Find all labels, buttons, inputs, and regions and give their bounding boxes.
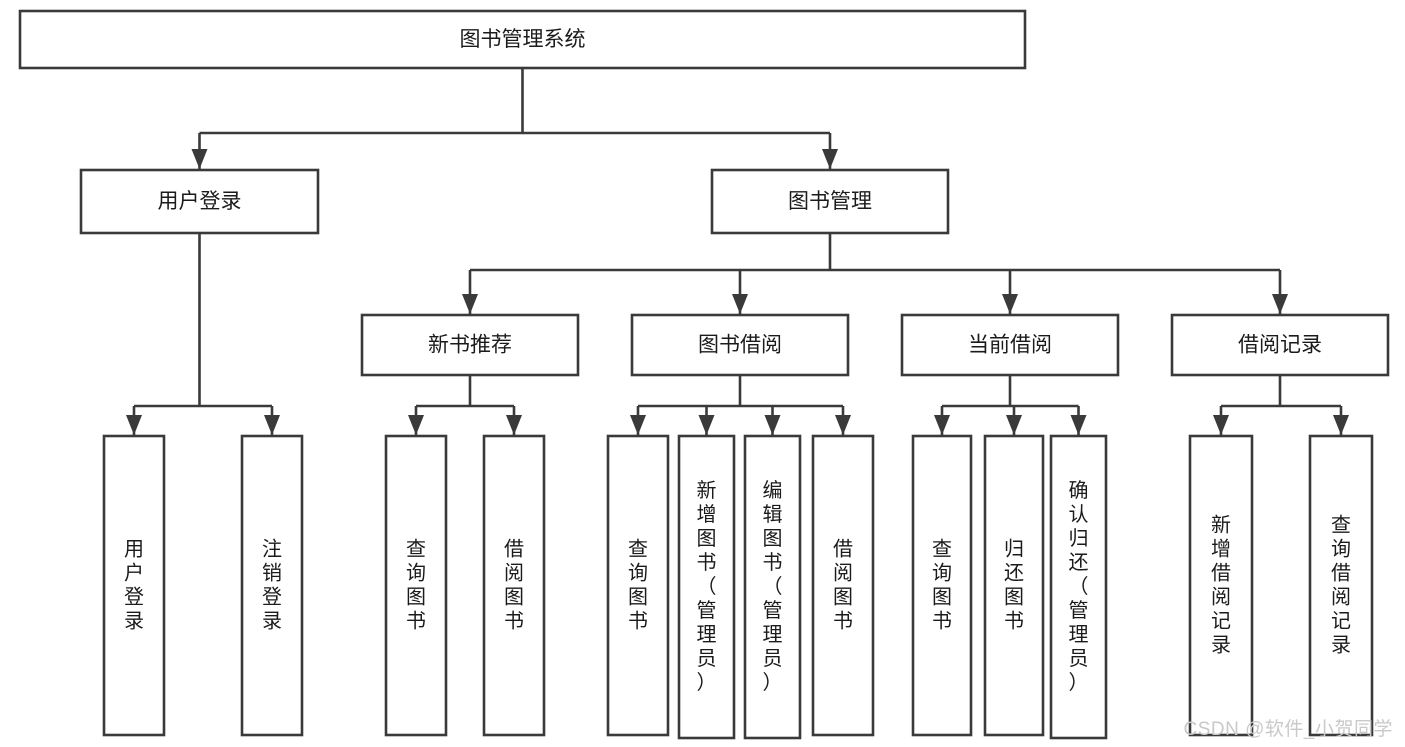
arrow-head-icon	[822, 149, 838, 169]
node-leaf[interactable]: 注销登录	[240, 434, 304, 737]
node-level3[interactable]: 图书借阅	[630, 313, 850, 377]
node-box[interactable]	[360, 313, 580, 377]
arrow-head-icon	[1006, 415, 1022, 435]
node-leaf[interactable]: 新增借阅记录	[1188, 434, 1254, 737]
node-box[interactable]	[1188, 434, 1254, 737]
node-box[interactable]	[482, 434, 546, 737]
node-leaf[interactable]: 用户登录	[102, 434, 166, 737]
node-label: 借阅图书	[833, 538, 853, 633]
node-label: 查询图书	[932, 538, 952, 633]
arrow-head-icon	[126, 415, 142, 435]
node-box[interactable]	[911, 434, 973, 737]
node-leaf[interactable]: 借阅图书	[482, 434, 546, 737]
watermark-text: CSDN @软件_小贺同学	[1183, 719, 1393, 740]
node-label: 图书管理系统	[460, 28, 586, 51]
arrow-head-icon	[1333, 415, 1349, 435]
node-label: 编辑图书（管理员）	[763, 479, 783, 694]
node-box[interactable]	[240, 434, 304, 737]
node-label: 新增借阅记录	[1211, 514, 1231, 657]
node-label: 借阅图书	[504, 538, 524, 633]
arrow-head-icon	[698, 415, 715, 435]
node-box[interactable]	[983, 434, 1045, 737]
node-leaf[interactable]: 借阅图书	[811, 434, 875, 737]
node-leaf[interactable]: 归还图书	[983, 434, 1045, 737]
node-leaf[interactable]: 查询图书	[606, 434, 670, 737]
node-label: 确认归还（管理员）	[1069, 479, 1089, 694]
nodes-layer: 图书管理系统用户登录图书管理新书推荐图书借阅当前借阅借阅记录用户登录注销登录查询…	[18, 9, 1390, 740]
node-label: 新增图书（管理员）	[697, 479, 717, 694]
arrow-head-icon	[934, 415, 950, 435]
node-box[interactable]	[710, 168, 950, 235]
node-label: 用户登录	[158, 190, 242, 213]
node-leaf[interactable]: 查询图书	[384, 434, 448, 737]
node-box[interactable]	[1308, 434, 1374, 737]
node-box[interactable]	[102, 434, 166, 737]
node-label: 查询借阅记录	[1331, 514, 1351, 657]
node-box[interactable]	[1049, 434, 1108, 740]
arrow-head-icon	[408, 415, 424, 435]
node-leaf[interactable]: 查询图书	[911, 434, 973, 737]
node-box[interactable]	[743, 434, 802, 740]
node-box[interactable]	[1170, 313, 1390, 377]
node-box[interactable]	[811, 434, 875, 737]
node-level3[interactable]: 当前借阅	[900, 313, 1120, 377]
node-label: 图书管理	[788, 190, 872, 213]
node-label: 归还图书	[1004, 538, 1024, 633]
node-leaf[interactable]: 确认归还（管理员）	[1049, 434, 1108, 740]
node-leaf[interactable]: 查询借阅记录	[1308, 434, 1374, 737]
connectors-layer	[126, 68, 1349, 435]
node-box[interactable]	[79, 168, 320, 235]
arrow-head-icon	[630, 415, 646, 435]
node-leaf[interactable]: 编辑图书（管理员）	[743, 434, 802, 740]
node-label: 借阅记录	[1238, 334, 1322, 357]
node-box[interactable]	[384, 434, 448, 737]
arrow-head-icon	[264, 415, 280, 435]
arrow-head-icon	[462, 294, 478, 314]
node-box[interactable]	[18, 9, 1027, 70]
node-level2[interactable]: 用户登录	[79, 168, 320, 235]
node-label: 用户登录	[124, 539, 144, 633]
node-box[interactable]	[606, 434, 670, 737]
node-label: 新书推荐	[428, 334, 512, 357]
node-label: 查询图书	[628, 538, 648, 633]
node-root[interactable]: 图书管理系统	[18, 9, 1027, 70]
node-level3[interactable]: 借阅记录	[1170, 313, 1390, 377]
node-label: 注销登录	[262, 538, 282, 633]
arrow-head-icon	[835, 415, 851, 435]
node-label: 图书借阅	[698, 334, 782, 357]
node-box[interactable]	[900, 313, 1120, 377]
arrow-head-icon	[1002, 294, 1018, 314]
arrow-head-icon	[1213, 415, 1229, 435]
arrow-head-icon	[506, 415, 522, 435]
arrow-head-icon	[191, 149, 208, 169]
arrow-head-icon	[764, 415, 781, 435]
node-level3[interactable]: 新书推荐	[360, 313, 580, 377]
node-level2[interactable]: 图书管理	[710, 168, 950, 235]
arrow-head-icon	[732, 294, 748, 314]
node-box[interactable]	[677, 434, 736, 740]
arrow-head-icon	[1272, 294, 1288, 314]
node-label: 查询图书	[406, 538, 426, 633]
node-leaf[interactable]: 新增图书（管理员）	[677, 434, 736, 740]
node-box[interactable]	[630, 313, 850, 377]
arrow-head-icon	[1070, 415, 1087, 435]
node-label: 当前借阅	[968, 334, 1052, 357]
